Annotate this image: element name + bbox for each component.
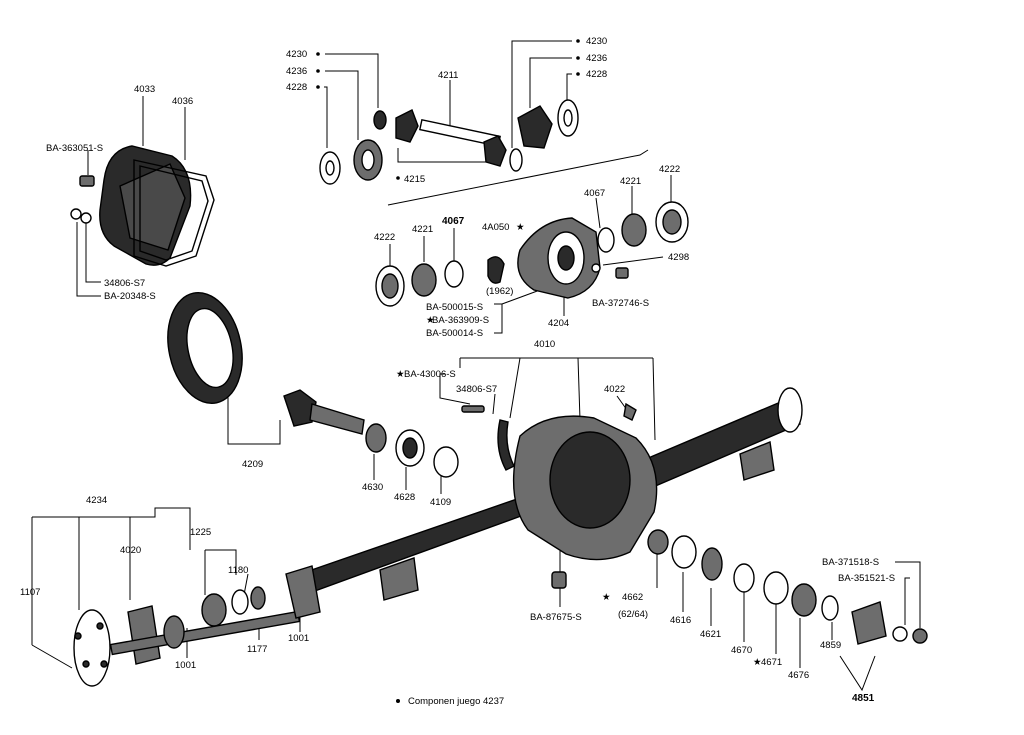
star-marker: ★ [426, 315, 435, 326]
label-1180: 1180 [228, 565, 248, 576]
bullet-marker [576, 39, 580, 43]
label-4230-right: 4230 [586, 36, 607, 47]
label-ba-351521-s: BA-351521-S [838, 573, 895, 584]
label-ba-372746-s: BA-372746-S [592, 298, 649, 309]
label-4228-right: 4228 [586, 69, 607, 80]
label-4222-left: 4222 [374, 232, 395, 243]
ring-gear [167, 292, 243, 404]
bullet-marker [316, 69, 320, 73]
label-4036: 4036 [172, 96, 193, 107]
label-4215: 4215 [404, 174, 425, 185]
label-ba-500015-s: BA-500015-S [426, 302, 483, 313]
label-4209: 4209 [242, 459, 263, 470]
bullet-marker [396, 699, 400, 703]
label-4a050: 4A050 [482, 222, 509, 233]
label-4859: 4859 [820, 640, 841, 651]
label-1001-right: 1001 [288, 633, 309, 644]
part-labels: 4033 4036 BA-363051-S 34806-S7 BA-20348-… [20, 36, 895, 704]
label-4236-left: 4236 [286, 66, 307, 77]
bullet-marker [396, 176, 400, 180]
label-4676: 4676 [788, 670, 809, 681]
label-1225: 1225 [190, 527, 211, 538]
label-1001-left: 1001 [175, 660, 196, 671]
bullet-marker [576, 56, 580, 60]
label-4222-right: 4222 [659, 164, 680, 175]
label-4230-left: 4230 [286, 49, 307, 60]
differential-gears-upper [319, 99, 579, 185]
bullet-marker [316, 52, 320, 56]
star-marker: ★ [396, 369, 405, 380]
label-4067-left: 4067 [442, 216, 465, 227]
label-ba-43006-s: BA-43006-S [404, 369, 456, 380]
label-4298: 4298 [668, 252, 689, 263]
label-4671: 4671 [761, 657, 782, 668]
label-4221-left: 4221 [412, 224, 433, 235]
bullet-marker [576, 72, 580, 76]
leader-lines [31, 40, 921, 692]
left-axle-shaft [73, 565, 321, 687]
label-4851: 4851 [852, 693, 875, 704]
label-ba-20348-s: BA-20348-S [104, 291, 156, 302]
label-4020: 4020 [120, 545, 141, 556]
label-ba-500014-s: BA-500014-S [426, 328, 483, 339]
legend-text: Componen juego 4237 [408, 696, 504, 707]
axle-housing [298, 387, 803, 601]
label-1962: (1962) [486, 286, 513, 297]
label-4010: 4010 [534, 339, 555, 350]
label-ba-363051-s: BA-363051-S [46, 143, 103, 154]
label-1177: 1177 [247, 644, 267, 655]
differential-cover [99, 145, 215, 267]
label-62-64: (62/64) [618, 609, 648, 620]
label-4033: 4033 [134, 84, 155, 95]
pinion-flange-stack [671, 535, 928, 645]
label-4204: 4204 [548, 318, 569, 329]
label-4616: 4616 [670, 615, 691, 626]
label-4211: 4211 [438, 70, 458, 81]
label-4234: 4234 [86, 495, 107, 506]
label-4109: 4109 [430, 497, 451, 508]
label-4221-right: 4221 [620, 176, 641, 187]
star-marker: ★ [516, 222, 525, 233]
label-markers: ★ ★ ★ ★ ★ [316, 39, 762, 668]
label-4236-right: 4236 [586, 53, 607, 64]
bullet-marker [316, 85, 320, 89]
label-ba-363909-s: BA-363909-S [432, 315, 489, 326]
star-marker: ★ [753, 657, 762, 668]
cover-bolts [70, 175, 95, 224]
label-4228-left: 4228 [286, 82, 307, 93]
label-ba-87675-s: BA-87675-S [530, 612, 582, 623]
legend: Componen juego 4237 [396, 696, 504, 707]
star-marker: ★ [602, 592, 611, 603]
label-ba-371518-s: BA-371518-S [822, 557, 879, 568]
label-4022: 4022 [604, 384, 625, 395]
label-4628: 4628 [394, 492, 415, 503]
label-4630: 4630 [362, 482, 383, 493]
label-4670: 4670 [731, 645, 752, 656]
label-4621: 4621 [700, 629, 721, 640]
label-4067-right: 4067 [584, 188, 605, 199]
label-34806-s7-left: 34806-S7 [104, 278, 145, 289]
label-34806-s7-mid: 34806-S7 [456, 384, 497, 395]
differential-carrier [375, 201, 689, 307]
label-4662: 4662 [622, 592, 643, 603]
drive-pinion [283, 389, 459, 478]
label-1107: 1107 [20, 587, 40, 598]
